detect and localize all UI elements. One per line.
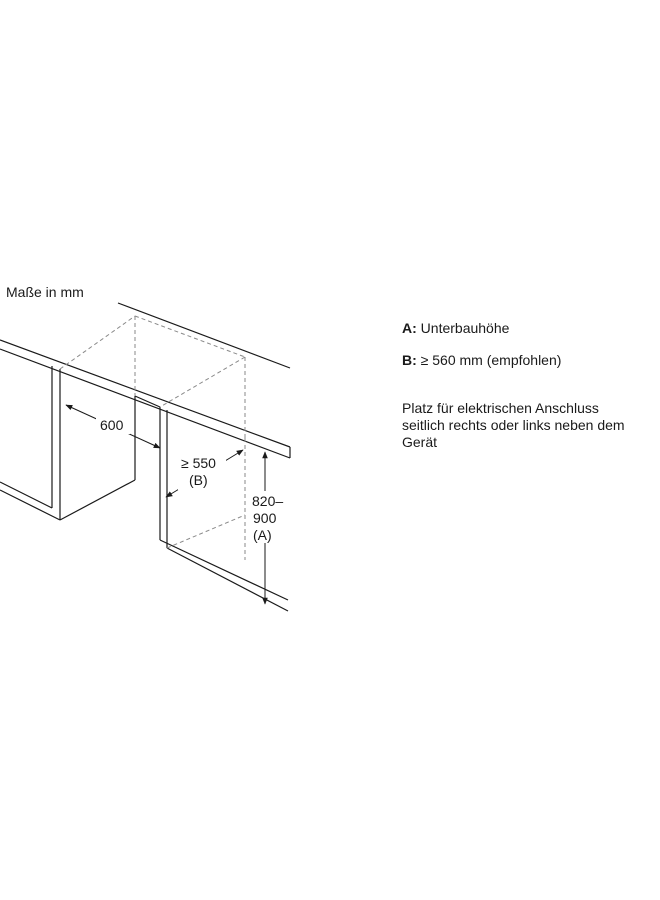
legend-a-text: Unterbauhöhe [420,320,510,336]
depth-key-letter: B [194,472,203,488]
legend-a: A: Unterbauhöhe [402,320,509,337]
depth-dimension: ≥ 550 (B) [165,449,244,498]
note-line-2: seitlich rechts oder links neben dem [402,417,625,433]
depth-key-close: ) [203,472,208,488]
legend-b: B: ≥ 560 mm (empfohlen) [402,352,561,369]
depth-key: (B) [189,472,208,488]
note-line-3: Gerät [402,434,438,450]
niche-outline [59,315,246,560]
worktop [0,302,291,459]
note-line-1: Platz für elektrischen Anschluss [402,400,599,416]
legend-b-text: ≥ 560 mm (empfohlen) [420,352,562,368]
width-value: 600 [100,417,124,433]
depth-value: ≥ 550 [181,455,216,471]
legend-b-key: B: [402,352,417,368]
electrical-connection-note: Platz für elektrischen Anschluss seitlic… [402,400,660,451]
height-key: (A) [253,527,272,543]
height-key-letter: A [258,527,268,543]
left-cabinet [0,366,161,521]
height-value-line-1: 820– [252,493,283,509]
depth-key-open: ( [189,472,194,488]
height-dimension: 820– 900 (A) [250,451,283,605]
height-value-line-2: 900 [253,510,277,526]
diagram-title: Maße in mm [6,284,84,300]
width-dimension: 600 [65,404,161,449]
height-key-open: ( [253,527,258,543]
height-key-close: ) [267,527,272,543]
legend-a-key: A: [402,320,417,336]
